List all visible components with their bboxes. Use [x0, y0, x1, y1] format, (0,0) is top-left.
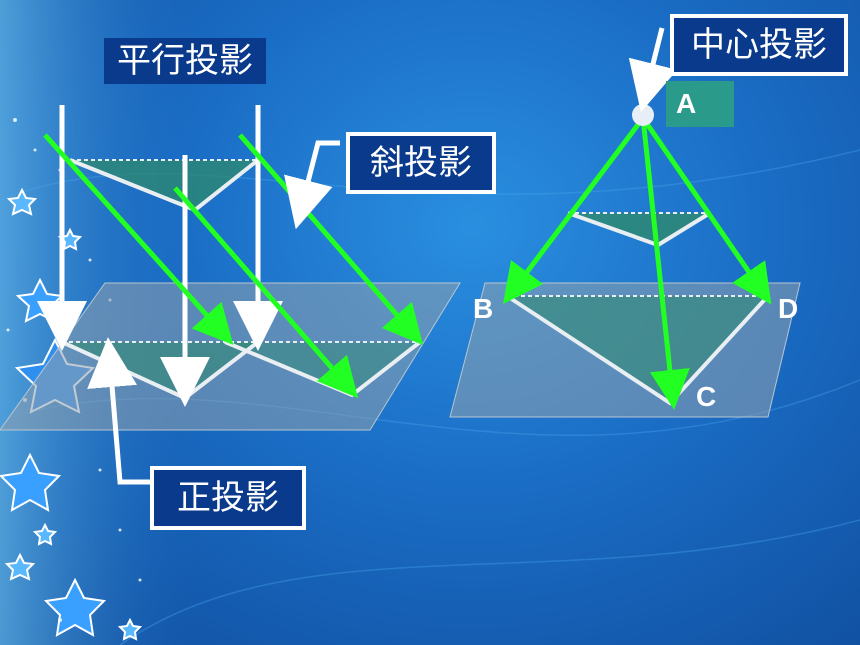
- orthographic-projection-label: 正投影: [150, 466, 306, 530]
- star-icon: [6, 187, 38, 216]
- oblique-label-pointer: [284, 140, 340, 230]
- upper-triangle: [70, 160, 258, 210]
- central-rays: [502, 116, 772, 410]
- central-label-pointer: [628, 27, 678, 113]
- star-icon: [32, 522, 58, 546]
- point-c-label: C: [696, 381, 717, 412]
- oblique-projection-label: 斜投影: [346, 132, 496, 194]
- oblique-rays: [43, 133, 424, 399]
- point-b-label: B: [473, 293, 494, 324]
- central-projection-label: 中心投影: [670, 14, 848, 76]
- small-triangle: [568, 213, 710, 245]
- triangle-bcd: [507, 296, 768, 403]
- star-icon: [0, 452, 62, 512]
- point-a-label: A: [676, 88, 697, 119]
- point-a-box: A: [666, 81, 734, 127]
- orthographic-label-pointer: [87, 337, 150, 485]
- star-icon: [4, 552, 36, 581]
- parallel-projection-label: 平行投影: [104, 38, 266, 84]
- star-icon: [117, 617, 143, 641]
- orthographic-rays: [37, 105, 283, 407]
- light-source-point-a: [632, 104, 654, 126]
- point-d-label: D: [778, 293, 799, 324]
